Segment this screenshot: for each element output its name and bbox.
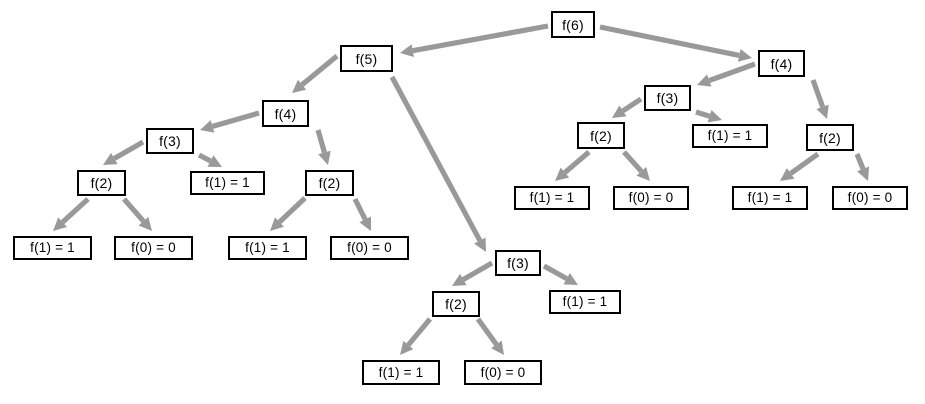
tree-node-call: f(6) [551, 11, 595, 38]
tree-node-label: f(0) = 0 [347, 240, 392, 256]
tree-edge-arrow [270, 196, 307, 231]
tree-node-call: f(2) [432, 291, 480, 317]
tree-edge-arrow [53, 197, 90, 231]
tree-edge-arrow [542, 263, 578, 285]
tree-edge-arrow [612, 96, 643, 118]
tree-node-base-case: f(1) = 1 [190, 171, 265, 195]
tree-edge-arrow [200, 110, 260, 133]
tree-node-call: f(4) [262, 100, 309, 127]
tree-edge-arrow [389, 75, 486, 252]
tree-edge-arrow [400, 23, 549, 58]
tree-node-call: f(2) [806, 124, 854, 151]
tree-node-call: f(5) [340, 45, 393, 72]
tree-node-label: f(1) = 1 [205, 175, 250, 191]
tree-node-base-case: f(1) = 1 [514, 186, 590, 210]
tree-node-base-case: f(1) = 1 [13, 236, 92, 260]
tree-node-call: f(2) [305, 170, 354, 196]
tree-node-base-case: f(1) = 1 [692, 124, 768, 148]
tree-node-label: f(0) = 0 [480, 364, 526, 380]
tree-node-label: f(6) [562, 16, 584, 33]
tree-node-label: f(0) = 0 [628, 190, 674, 206]
tree-node-label: f(3) [159, 133, 181, 149]
tree-edge-arrow [555, 150, 591, 181]
tree-node-call: f(2) [577, 122, 625, 149]
tree-node-label: f(2) [590, 127, 612, 144]
tree-node-base-case: f(0) = 0 [464, 360, 542, 385]
tree-edge-arrow [599, 24, 752, 62]
tree-node-call: f(4) [758, 50, 805, 77]
tree-node-label: f(1) = 1 [245, 240, 290, 256]
tree-edge-arrow [854, 153, 870, 181]
tree-edge-arrow [103, 139, 145, 165]
tree-node-base-case: f(0) = 0 [114, 236, 193, 260]
tree-node-label: f(2) [90, 175, 113, 191]
tree-node-label: f(1) = 1 [378, 364, 424, 380]
tree-node-label: f(2) [819, 129, 841, 146]
tree-node-label: f(0) = 0 [847, 190, 893, 206]
tree-node-base-case: f(0) = 0 [832, 186, 908, 210]
tree-node-label: f(1) = 1 [747, 190, 793, 206]
tree-node-call: f(3) [644, 85, 691, 111]
tree-edge-arrow [452, 260, 494, 286]
tree-node-label: f(0) = 0 [131, 240, 176, 256]
tree-node-label: f(3) [656, 90, 679, 106]
tree-node-label: f(1) = 1 [529, 190, 575, 206]
tree-node-base-case: f(0) = 0 [330, 236, 409, 260]
tree-node-label: f(1) = 1 [562, 294, 608, 310]
tree-node-label: f(4) [274, 105, 297, 122]
tree-node-call: f(3) [146, 128, 194, 154]
tree-node-base-case: f(1) = 1 [362, 360, 440, 385]
tree-node-base-case: f(1) = 1 [228, 236, 307, 260]
tree-edge-arrow [780, 151, 820, 181]
tree-node-call: f(2) [77, 170, 126, 196]
tree-edge-arrow [697, 61, 756, 87]
tree-edge-arrow [292, 53, 339, 93]
tree-edge-arrow [400, 317, 432, 355]
tree-node-label: f(2) [445, 296, 467, 312]
tree-edge-arrow [622, 150, 650, 181]
tree-node-label: f(5) [355, 50, 378, 67]
tree-edge-arrow [810, 79, 829, 119]
tree-edge-arrow [315, 129, 331, 165]
tree-edge-arrow [197, 152, 222, 167]
tree-node-label: f(2) [318, 175, 341, 191]
tree-node-base-case: f(1) = 1 [549, 290, 621, 314]
tree-edge-arrow [122, 197, 152, 231]
tree-edge-arrow [475, 317, 504, 355]
tree-node-base-case: f(0) = 0 [613, 186, 689, 210]
tree-node-label: f(1) = 1 [707, 128, 753, 144]
tree-node-call: f(3) [495, 250, 541, 276]
tree-edge-arrow [352, 197, 371, 231]
tree-node-label: f(1) = 1 [30, 240, 75, 256]
tree-node-base-case: f(1) = 1 [732, 186, 808, 210]
tree-node-label: f(3) [507, 255, 529, 271]
tree-node-label: f(4) [770, 55, 793, 72]
tree-edge-arrow [695, 109, 722, 123]
